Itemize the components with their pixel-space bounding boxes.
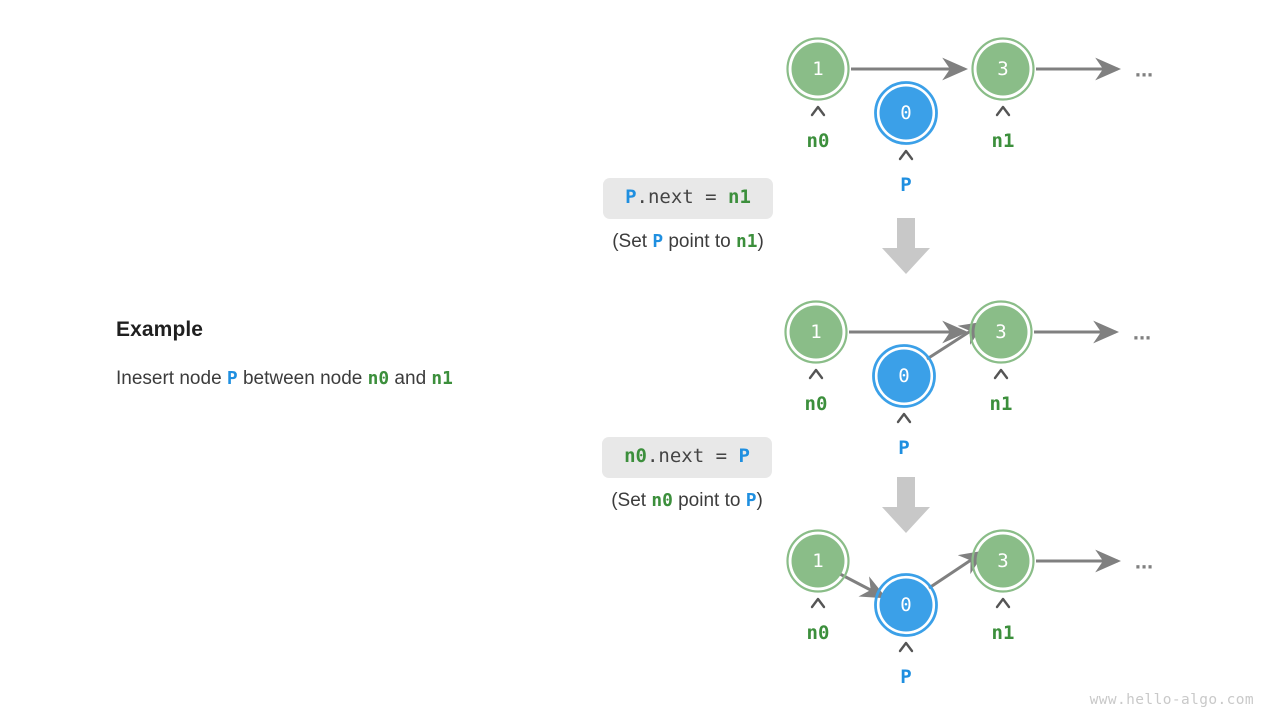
code-statement-2: n0.next = P [602, 437, 772, 478]
linked-list-diagram-after-n0-next: 1 n0 0 P 3 n1 ... [760, 512, 1190, 712]
pointer-p: P [896, 412, 912, 459]
node-n0-value: 1 [810, 321, 821, 343]
pointer-label-n1: n1 [992, 622, 1015, 644]
caret-up-icon [993, 368, 1009, 380]
step-1-down-arrow [880, 218, 932, 283]
link-p-to-n1 [926, 321, 986, 361]
pointer-n0: n0 [805, 368, 828, 415]
ellipsis-marker: ... [1135, 549, 1153, 574]
caret-up-icon [808, 368, 824, 380]
code-statement-1: P.next = n1 [603, 178, 773, 219]
linked-list-diagram-initial: 1 n0 0 P 3 n1 ... [760, 20, 1190, 220]
example-explanation: Example Inesert node P between node n0 a… [116, 318, 566, 390]
caret-up-icon [810, 597, 826, 609]
node-n0-value: 1 [812, 550, 823, 572]
code-1-member: .next = [636, 186, 729, 208]
pointer-label-n1: n1 [992, 130, 1015, 152]
node-n1: 3 [971, 529, 1035, 593]
code-1-target: P [625, 186, 637, 208]
pointer-n1: n1 [990, 368, 1013, 415]
page-title: Example [116, 318, 204, 341]
caption-2-subject: n0 [651, 489, 673, 511]
caption-2-suffix: ) [756, 489, 763, 511]
code-2-target: n0 [624, 445, 647, 467]
caption-2-mid: point to [672, 489, 746, 511]
caption-1-prefix: (Set [612, 230, 653, 252]
pointer-label-n0: n0 [807, 130, 830, 152]
step-1-code-block: P.next = n1 (Set P point to n1) [590, 178, 786, 253]
caption-2-prefix: (Set [611, 489, 652, 511]
node-n0: 1 [786, 529, 850, 593]
node-n1: 3 [971, 37, 1035, 101]
caret-up-icon [995, 597, 1011, 609]
code-caption-2: (Set n0 point to P) [611, 490, 763, 512]
pointer-n1: n1 [992, 105, 1015, 152]
node-p-value: 0 [900, 102, 911, 124]
code-2-value: P [738, 445, 750, 467]
ellipsis-marker: ... [1133, 320, 1151, 345]
node-n1-value: 3 [997, 550, 1008, 572]
desc-token-n1: n1 [431, 368, 453, 389]
link-p-to-n1 [928, 550, 986, 590]
code-2-member: .next = [646, 445, 739, 467]
node-n0-value: 1 [812, 58, 823, 80]
node-n0: 1 [786, 37, 850, 101]
caption-1-subject: P [652, 230, 664, 252]
pointer-n0: n0 [807, 105, 830, 152]
caret-up-icon [898, 641, 914, 653]
caret-up-icon [810, 105, 826, 117]
pointer-label-n1: n1 [990, 393, 1013, 415]
desc-token-p: P [226, 368, 238, 389]
node-n1-value: 3 [995, 321, 1006, 343]
pointer-label-p: P [900, 666, 911, 688]
node-n1: 3 [969, 300, 1033, 364]
caption-1-mid: point to [663, 230, 736, 252]
pointer-label-n0: n0 [805, 393, 828, 415]
node-p: 0 [872, 344, 936, 408]
pointer-label-p: P [898, 437, 909, 459]
node-p-value: 0 [898, 365, 909, 387]
desc-mid: between node [237, 368, 368, 389]
caption-2-object: P [745, 489, 757, 511]
caption-1-suffix: ) [757, 230, 764, 252]
step-2-down-arrow [880, 477, 932, 542]
desc-and: and [389, 368, 432, 389]
ellipsis-marker: ... [1135, 57, 1153, 82]
desc-prefix: Inesert node [116, 368, 227, 389]
code-1-value: n1 [728, 186, 751, 208]
node-p: 0 [874, 573, 938, 637]
down-block-arrow-icon [882, 477, 930, 533]
node-n0: 1 [784, 300, 848, 364]
caret-up-icon [995, 105, 1011, 117]
example-description: Inesert node P between node n0 and n1 [116, 368, 566, 390]
step-2-code-block: n0.next = P (Set n0 point to P) [589, 437, 785, 512]
desc-token-n0: n0 [367, 368, 390, 389]
pointer-label-n0: n0 [807, 622, 830, 644]
linked-list-diagram-after-p-next: 1 n0 0 P 3 n1 ... [760, 283, 1190, 483]
pointer-p: P [898, 149, 914, 196]
caret-up-icon [896, 412, 912, 424]
pointer-p: P [898, 641, 914, 688]
pointer-n1: n1 [992, 597, 1015, 644]
node-n1-value: 3 [997, 58, 1008, 80]
code-caption-1: (Set P point to n1) [612, 231, 764, 253]
down-block-arrow-icon [882, 218, 930, 274]
watermark: www.hello-algo.com [1089, 692, 1254, 708]
pointer-label-p: P [900, 174, 911, 196]
node-p: 0 [874, 81, 938, 145]
pointer-n0: n0 [807, 597, 830, 644]
node-p-value: 0 [900, 594, 911, 616]
caption-1-object: n1 [735, 230, 758, 252]
caret-up-icon [898, 149, 914, 161]
